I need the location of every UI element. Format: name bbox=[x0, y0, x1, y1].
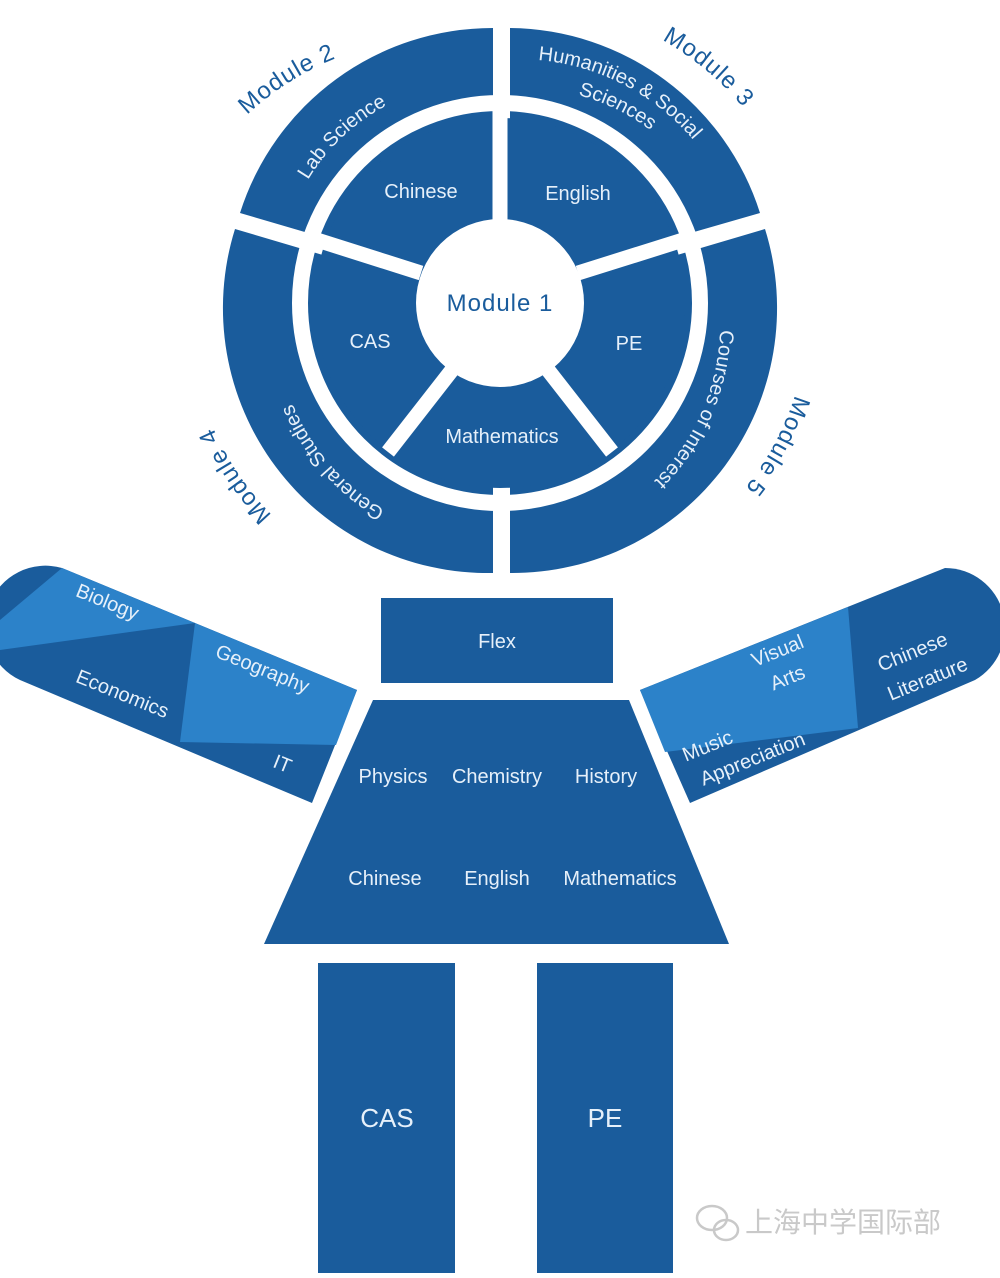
inner-mathematics: Mathematics bbox=[445, 426, 558, 448]
inner-english: English bbox=[545, 183, 611, 205]
body-chemistry: Chemistry bbox=[452, 766, 542, 788]
watermark-text: 上海中学国际部 bbox=[745, 1206, 941, 1239]
legs: CAS PE bbox=[318, 963, 673, 1273]
body-physics: Physics bbox=[359, 766, 428, 788]
right-arm: Visual Arts Chinese Literature Music App… bbox=[640, 568, 1000, 803]
left-leg-cas: CAS bbox=[360, 1103, 413, 1133]
wechat-icon bbox=[695, 1204, 740, 1242]
body-trapezoid bbox=[264, 700, 729, 944]
body-chinese: Chinese bbox=[348, 868, 421, 890]
flex-label: Flex bbox=[478, 631, 516, 653]
body-history: History bbox=[575, 766, 637, 788]
module-1-center bbox=[416, 219, 584, 387]
torso: Flex Physics Chemistry History Chinese E… bbox=[264, 598, 729, 944]
left-leg bbox=[318, 963, 455, 1273]
module-1-label: Module 1 bbox=[447, 290, 554, 317]
ring-gap bbox=[292, 95, 708, 511]
body-mathematics: Mathematics bbox=[563, 868, 676, 890]
right-leg-pe: PE bbox=[588, 1103, 623, 1133]
left-arm: Biology Geography Economics IT bbox=[0, 565, 357, 803]
left-arm-biology-region bbox=[0, 568, 195, 650]
body-english: English bbox=[464, 868, 530, 890]
module-wheel: Module 1 Chinese English PE Mathematics … bbox=[194, 22, 814, 574]
right-arm-visual-arts-region bbox=[640, 607, 858, 752]
inner-ring-spokes bbox=[314, 110, 686, 457]
inner-pe: PE bbox=[616, 333, 643, 355]
left-arm-geography-region bbox=[180, 623, 357, 745]
inner-chinese: Chinese bbox=[384, 181, 457, 203]
watermark: 上海中学国际部 bbox=[695, 1204, 941, 1242]
flex-box bbox=[381, 598, 613, 683]
right-leg bbox=[537, 963, 673, 1273]
inner-cas: CAS bbox=[349, 331, 390, 353]
